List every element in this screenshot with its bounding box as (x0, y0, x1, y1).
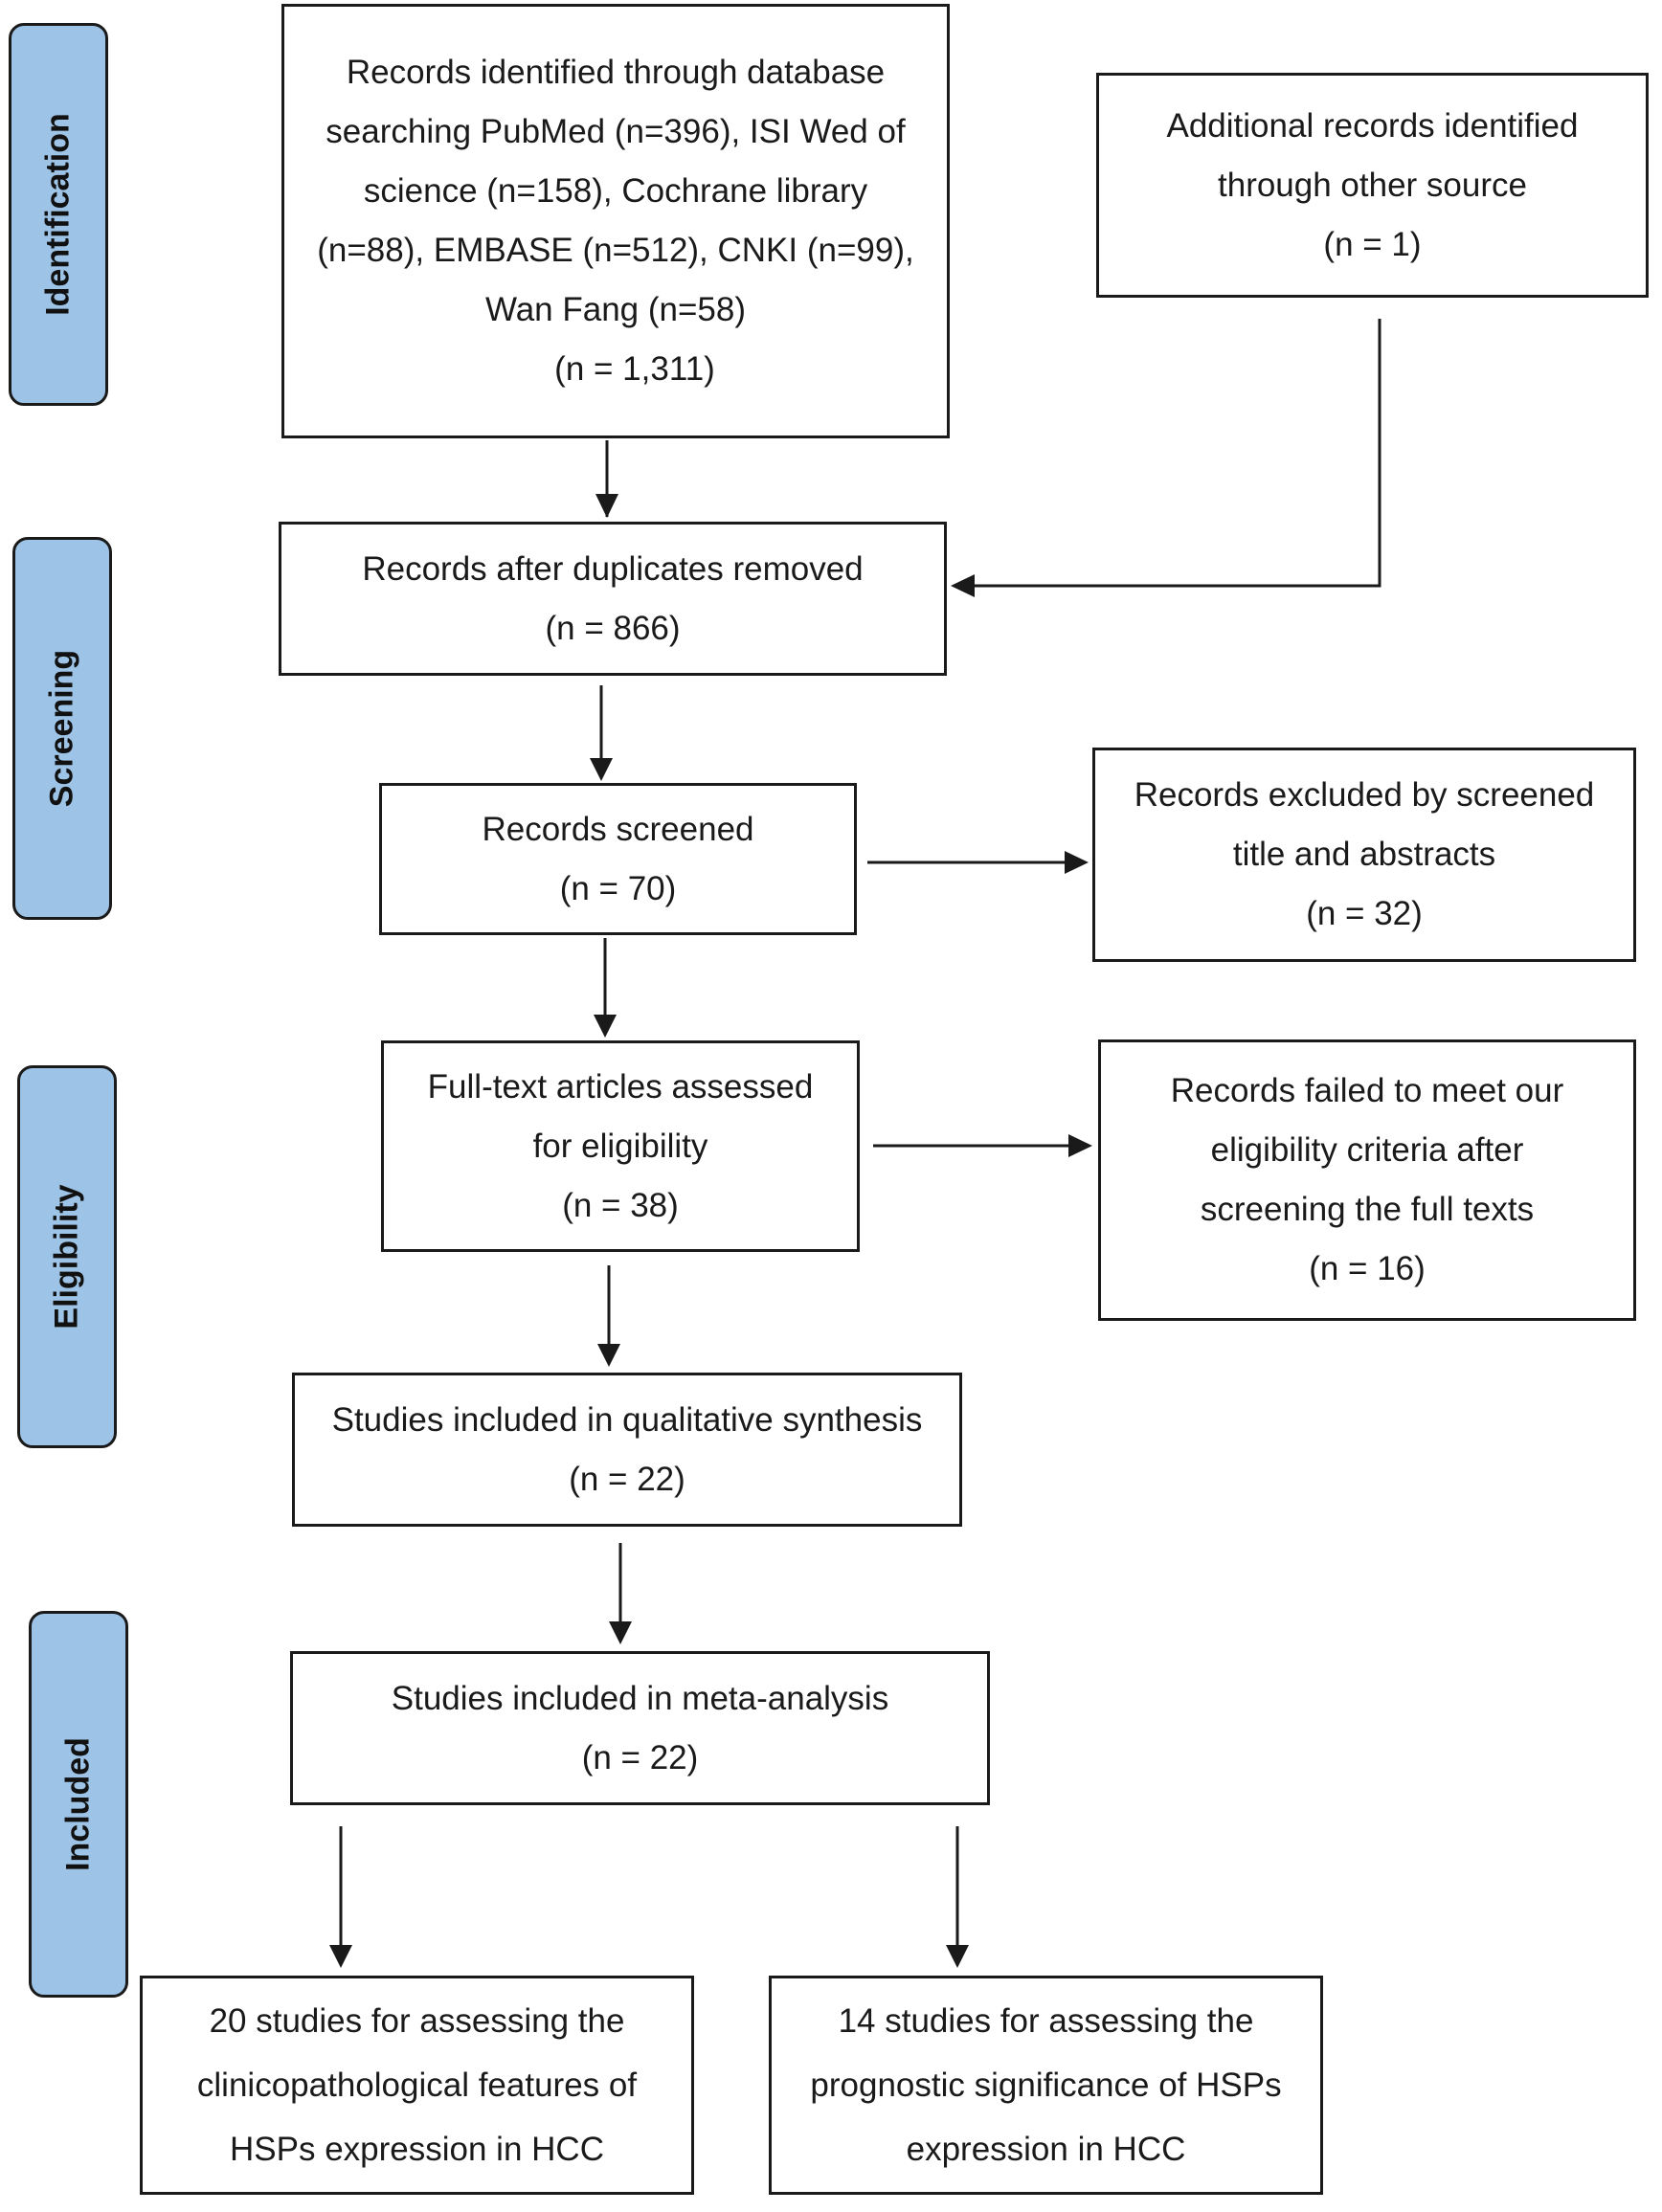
arrowhead-qualitative-to-meta (609, 1621, 632, 1644)
box-line: HSPs expression in HCC (230, 2131, 604, 2168)
box-clinicopathological: 20 studies for assessing the clinicopath… (140, 1976, 694, 2195)
box-line: (n = 866) (545, 609, 681, 647)
arrowhead-search-to-duplicates (595, 494, 618, 518)
stage-eligibility: Eligibility (17, 1065, 117, 1448)
box-line: prognostic significance of HSPs (810, 2067, 1282, 2104)
box-line: (n=88), EMBASE (n=512), CNKI (n=99), (317, 232, 914, 269)
box-qualitative-synthesis: Studies included in qualitative synthesi… (292, 1373, 962, 1527)
box-line: clinicopathological features of (196, 2067, 638, 2104)
box-line: Wan Fang (n=58) (484, 291, 747, 328)
box-line: searching PubMed (n=396), ISI Wed of (326, 113, 906, 150)
box-line: (n = 16) (1309, 1250, 1426, 1287)
stage-identification: Identification (9, 23, 108, 406)
box-line: Full-text articles assessed (427, 1067, 814, 1106)
arrowhead-fulltext-to-failed (1068, 1134, 1092, 1157)
box-line: Additional records identified (1166, 106, 1579, 145)
box-excluded-title-abstract: Records excluded by screened title and a… (1092, 748, 1636, 962)
box-line: (n = 1) (1323, 225, 1422, 263)
stage-screening: Screening (12, 537, 112, 920)
box-line: screening the full texts (1200, 1191, 1535, 1228)
box-line: through other source (1218, 166, 1527, 204)
box-other-sources: Additional records identified through ot… (1096, 73, 1649, 298)
arrowhead-fulltext-to-qualitative (597, 1344, 620, 1367)
arrowhead-meta-to-prognostic (946, 1945, 969, 1968)
box-duplicates-removed: Records after duplicates removed (n = 86… (279, 522, 947, 676)
box-line: Records failed to meet our (1170, 1072, 1564, 1109)
arrowhead-meta-to-clinicopathological (329, 1945, 352, 1968)
arrowhead-duplicates-to-screened (590, 758, 613, 781)
box-line: for eligibility (532, 1127, 708, 1165)
box-line: Records after duplicates removed (362, 549, 864, 588)
box-fulltext-assessed: Full-text articles assessed for eligibil… (381, 1040, 860, 1252)
box-line: expression in HCC (906, 2131, 1186, 2168)
arrow-other-to-duplicates (975, 319, 1381, 588)
box-prognostic: 14 studies for assessing the prognostic … (769, 1976, 1323, 2195)
arrowhead-screened-to-excluded (1065, 851, 1089, 874)
box-meta-analysis: Studies included in meta-analysis (n = 2… (290, 1651, 990, 1805)
arrowhead-screened-to-fulltext (594, 1015, 617, 1038)
box-line: Records excluded by screened (1134, 776, 1595, 814)
stage-included: Included (29, 1611, 128, 1998)
box-line: Records identified through database (346, 54, 886, 91)
box-line: (n = 22) (569, 1460, 685, 1498)
box-line: (n = 70) (559, 869, 677, 907)
box-records-screened: Records screened (n = 70) (379, 783, 857, 935)
box-line: (n = 32) (1306, 895, 1423, 932)
arrowhead-other-to-duplicates (951, 574, 975, 597)
box-line: science (n=158), Cochrane library (363, 172, 868, 210)
box-database-search: Records identified through database sear… (281, 4, 950, 438)
box-line: (n = 22) (581, 1738, 699, 1776)
box-failed-eligibility: Records failed to meet our eligibility c… (1098, 1039, 1636, 1321)
box-line: title and abstracts (1232, 836, 1496, 873)
box-line: Studies included in meta-analysis (391, 1679, 889, 1717)
box-line: eligibility criteria after (1210, 1131, 1524, 1169)
box-line: Records screened (482, 810, 754, 848)
box-line: (n = 38) (562, 1186, 679, 1224)
box-line: 20 studies for assessing the (209, 2002, 625, 2040)
box-line: Studies included in qualitative synthesi… (331, 1400, 923, 1439)
box-line: 14 studies for assessing the (838, 2002, 1254, 2040)
box-line: (n = 1,311) (554, 350, 715, 388)
